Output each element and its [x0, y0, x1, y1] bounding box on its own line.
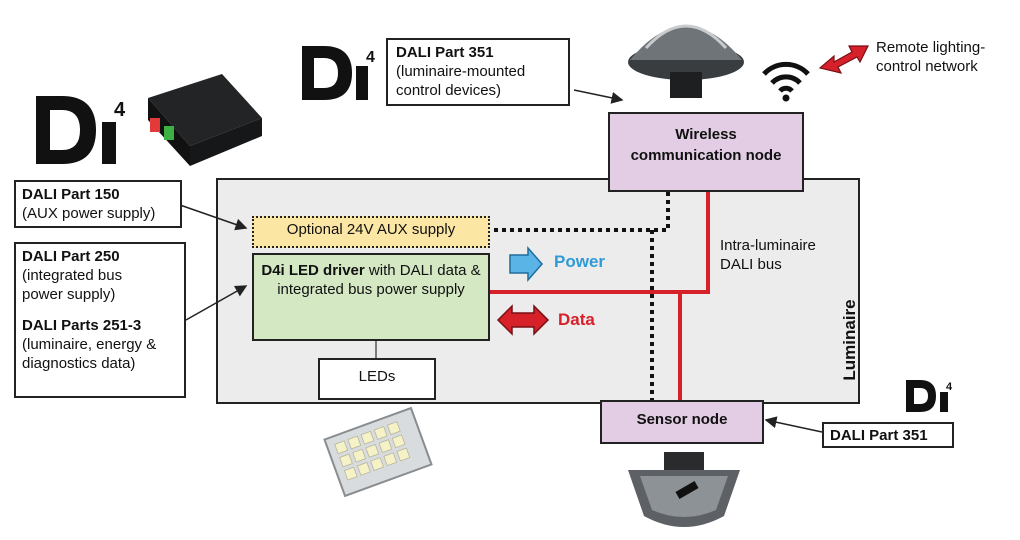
power-arrow-icon: [509, 246, 543, 282]
sensor-device: [628, 452, 740, 527]
remote-line1: Remote lighting-: [876, 39, 986, 56]
callout-251-line1: (luminaire, energy &: [22, 336, 157, 353]
svg-text:4: 4: [946, 381, 953, 393]
intra-bus-line2: DALI bus: [720, 256, 782, 273]
aux-dotted-line: [486, 178, 670, 232]
driver-desc: with DALI data & integrated bus power su…: [277, 262, 481, 298]
callout-351-top-line2: control devices): [396, 82, 502, 99]
callout-250: DALI Part 250 (integrated bus power supp…: [14, 242, 186, 398]
callout-251-line2: diagnostics data): [22, 355, 136, 372]
callout-351-top: DALI Part 351 (luminaire-mounted control…: [386, 38, 570, 106]
svg-text:4: 4: [366, 49, 375, 66]
remote-network-label: Remote lighting- control network: [876, 38, 985, 76]
callout-351-bottom: DALI Part 351: [822, 422, 954, 448]
callout-351-top-line1: (luminaire-mounted: [396, 63, 526, 80]
d4i-logo: 4: [36, 96, 126, 164]
sensor-node-box: Sensor node: [600, 400, 764, 444]
aux-supply-box: Optional 24V AUX supply: [252, 216, 490, 248]
callout-251-title: DALI Parts 251-3: [22, 317, 142, 334]
callout-150-title: DALI Part 150: [22, 186, 120, 203]
driver-title: D4i LED driver: [261, 262, 365, 279]
leds-box: LEDs: [318, 358, 436, 400]
led-driver-box: D4i LED driver with DALI data & integrat…: [252, 253, 490, 341]
remote-line2: control network: [876, 58, 978, 75]
wireless-node-line2: communication node: [630, 147, 782, 164]
data-bus-line: [486, 178, 710, 294]
callout-150-line1: (AUX power supply): [22, 205, 156, 222]
wifi-icon: [762, 61, 810, 102]
pointer-150: [179, 204, 248, 231]
wireless-node-box: Wireless communication node: [608, 112, 804, 192]
pointer-351-bottom: [764, 416, 823, 433]
led-driver-device: [148, 74, 262, 166]
data-arrow-icon: [496, 304, 550, 336]
pointer-351-top: [573, 89, 624, 104]
intra-bus-line1: Intra-luminaire: [720, 237, 816, 254]
wireless-node-line1: Wireless: [675, 126, 737, 143]
led-module: [323, 406, 433, 498]
d4i-logo: 4: [906, 380, 953, 412]
wireless-node-device: [628, 24, 744, 98]
callout-250-line1: (integrated bus: [22, 267, 123, 284]
power-label: Power: [554, 252, 606, 271]
intra-bus-label: Intra-luminaire DALI bus: [720, 236, 816, 274]
pointer-250: [185, 285, 248, 321]
callout-250-line2: power supply): [22, 286, 116, 303]
callout-150: DALI Part 150 (AUX power supply): [14, 180, 182, 228]
callout-250-title: DALI Part 250: [22, 248, 120, 265]
data-label: Data: [558, 310, 595, 329]
d4i-logo: 4: [302, 46, 375, 100]
remote-arrow-icon: [818, 45, 869, 74]
svg-text:4: 4: [114, 99, 126, 121]
callout-351-top-title: DALI Part 351: [396, 44, 494, 61]
